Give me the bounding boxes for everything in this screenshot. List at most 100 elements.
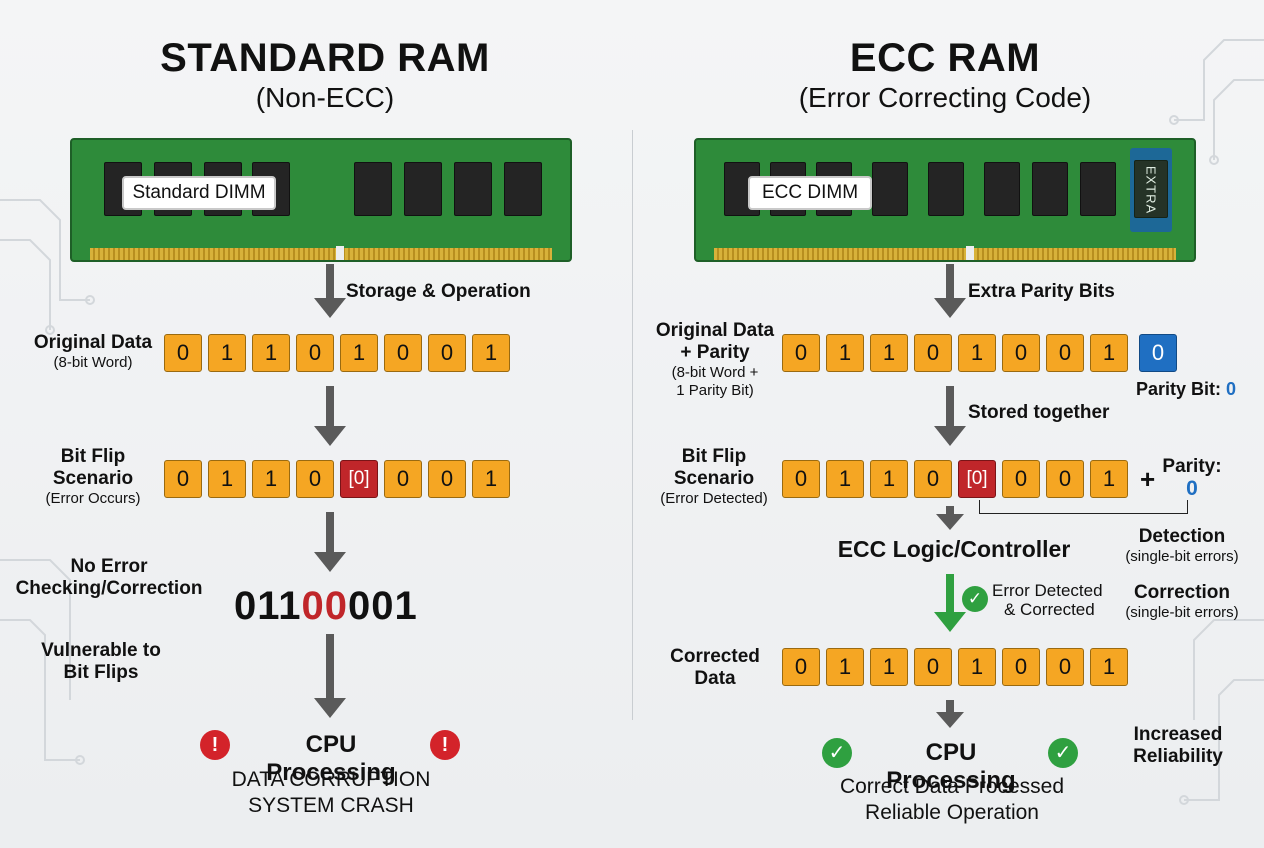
bit: 0 (384, 334, 422, 372)
correction-title: Correction (1133, 582, 1231, 603)
dimm-notch (966, 246, 974, 260)
ecc-logic-controller: ECC Logic/Controller (837, 536, 1071, 562)
dram-chip (1080, 162, 1116, 216)
left-original-sub: (8-bit Word) (53, 354, 133, 371)
reliable-operation-text: Reliable Operation (865, 801, 1039, 824)
dram-chip (1032, 162, 1068, 216)
bit: 1 (1090, 460, 1128, 498)
bit: 0 (428, 334, 466, 372)
parity-bit-caption: Parity Bit: 0 (1136, 378, 1256, 400)
dram-chip (872, 162, 908, 216)
bit: 0 (164, 334, 202, 372)
bit: 0 (384, 460, 422, 498)
system-crash-text: SYSTEM CRASH (248, 794, 414, 817)
corrupted-bits: 00 (301, 584, 349, 628)
corrected-label-2: Data (694, 668, 736, 689)
check-icon: ✓ (1048, 738, 1078, 768)
flipped-bit: [0] (958, 460, 996, 498)
bit: 1 (826, 648, 864, 686)
bit: 0 (1002, 460, 1040, 498)
bit: 0 (1046, 648, 1084, 686)
bit: 1 (958, 334, 996, 372)
right-flip-sub: (Error Detected) (660, 490, 768, 507)
bit: 1 (472, 460, 510, 498)
detection-sub: (single-bit errors) (1125, 548, 1239, 565)
dram-chip (354, 162, 392, 216)
bit: 1 (340, 334, 378, 372)
right-cpu-title: CPU Processing (886, 739, 1016, 794)
ecc-extra-chip: EXTRA (1130, 148, 1172, 232)
bit: 0 (782, 334, 820, 372)
flip-parity-value: 0 (1186, 477, 1198, 500)
correction-label: Correction (single-bit errors) (1112, 582, 1252, 622)
flip-parity-label: Parity: (1162, 456, 1222, 477)
correction-sub: (single-bit errors) (1125, 604, 1239, 621)
right-original-title-2: + Parity (680, 342, 750, 363)
no-error-line-2: Checking/Correction (15, 578, 203, 599)
bit: 1 (252, 334, 290, 372)
bit: 0 (1002, 648, 1040, 686)
right-original-bits: 0 1 1 0 1 0 0 1 (782, 334, 1128, 372)
left-flip-title-2: Scenario (52, 468, 134, 489)
left-flip-sub: (Error Occurs) (45, 490, 141, 507)
detection-label: Detection (single-bit errors) (1112, 526, 1252, 566)
left-title: STANDARD RAM (160, 36, 490, 80)
parity-bit-caption-label: Parity Bit: (1136, 379, 1222, 399)
reliability-line-1: Increased (1133, 724, 1223, 745)
corrected-label-1: Corrected (670, 646, 760, 667)
standard-dimm: Standard DIMM (70, 138, 572, 262)
storage-operation-label: Storage & Operation (346, 281, 531, 302)
no-error-line-1: No Error (70, 556, 148, 577)
left-cpu-title: CPU Processing (266, 731, 396, 786)
detected-line-1: Error Detected (992, 581, 1103, 600)
parity-bit-caption-value: 0 (1226, 379, 1237, 399)
check-icon: ✓ (822, 738, 852, 768)
ecc-chip (1134, 160, 1168, 218)
bit: 0 (782, 648, 820, 686)
right-original-title-1: Original Data (655, 320, 775, 341)
bit: 0 (164, 460, 202, 498)
plus-sign: + (1140, 464, 1156, 494)
left-subtitle: (Non-ECC) (255, 82, 395, 113)
dimm-notch (336, 246, 344, 260)
right-flip-bits: 0 1 1 0 [0] 0 0 1 (782, 460, 1128, 498)
detection-bracket (979, 500, 1188, 514)
alert-icon: ! (430, 730, 460, 760)
vulnerable-line-2: Bit Flips (63, 662, 139, 683)
bit: 1 (826, 334, 864, 372)
extra-parity-label: Extra Parity Bits (968, 281, 1115, 302)
ecc-dimm-label: ECC DIMM (748, 176, 872, 210)
parity-bit: 0 (1139, 334, 1177, 372)
detected-line-2: & Corrected (1004, 600, 1095, 619)
detection-title: Detection (1138, 526, 1226, 547)
right-outcome: Correct Data Processed Reliable Operatio… (810, 774, 1094, 826)
left-original-title: Original Data (33, 332, 153, 353)
stored-together-label: Stored together (968, 402, 1110, 423)
bit: 1 (870, 460, 908, 498)
bit: 0 (914, 334, 952, 372)
ecc-dimm: EXTRA ECC DIMM (694, 138, 1196, 262)
extra-chip-label: EXTRA (1143, 165, 1159, 215)
flipped-bit: [0] (340, 460, 378, 498)
reliability-line-2: Reliability (1133, 746, 1223, 767)
bit: 1 (826, 460, 864, 498)
flip-parity-caption: Parity: 0 (1160, 456, 1224, 501)
bit: 1 (252, 460, 290, 498)
correct-data-text: Correct Data Processed (839, 775, 1065, 798)
data-corruption-text: DATA CORRUPTION (231, 768, 431, 791)
dram-chip (454, 162, 492, 216)
bit: 1 (870, 648, 908, 686)
right-original-label: Original Data + Parity (8-bit Word + 1 P… (646, 320, 784, 400)
vulnerable-label: Vulnerable to Bit Flips (28, 640, 174, 684)
right-original-sub-1: (8-bit Word + (671, 364, 759, 381)
left-original-label: Original Data (8-bit Word) (18, 332, 168, 372)
bit: 1 (208, 460, 246, 498)
gold-contacts (90, 248, 552, 260)
corrected-data-label: Corrected Data (660, 646, 770, 690)
right-subtitle: (Error Correcting Code) (798, 82, 1092, 113)
left-flip-title-1: Bit Flip (60, 446, 126, 467)
right-flip-title-1: Bit Flip (681, 446, 747, 467)
bit: 1 (870, 334, 908, 372)
standard-dimm-label: Standard DIMM (122, 176, 276, 210)
right-title: ECC RAM (849, 36, 1041, 80)
